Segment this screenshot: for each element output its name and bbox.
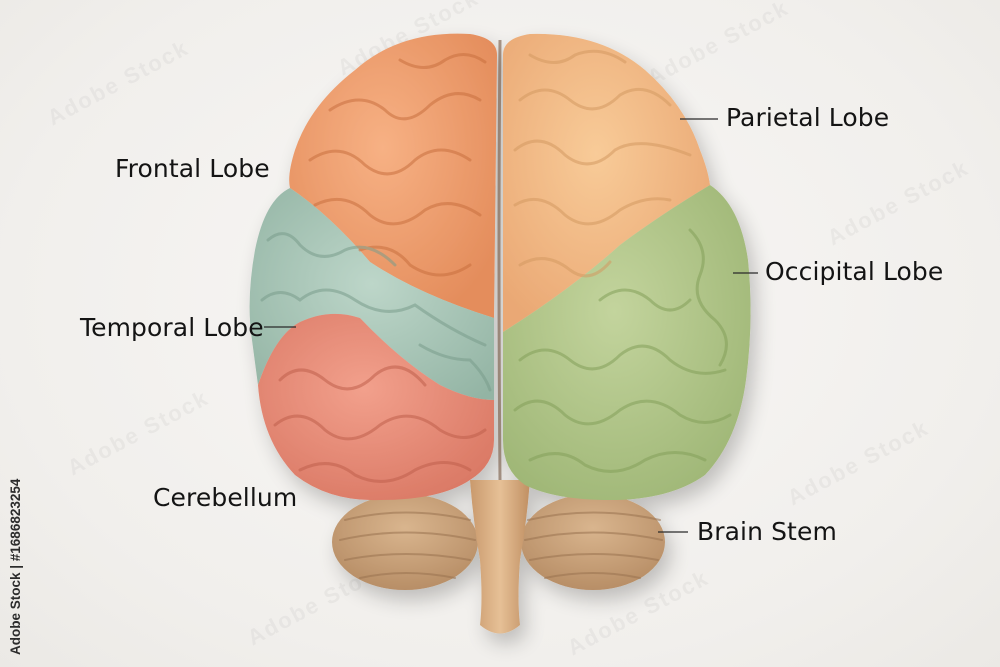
label-parietal-lobe: Parietal Lobe bbox=[726, 103, 889, 132]
cerebellum-left-lobe bbox=[332, 494, 478, 590]
label-temporal-lobe: Temporal Lobe bbox=[80, 313, 264, 342]
label-brain-stem: Brain Stem bbox=[697, 517, 837, 546]
label-occipital-lobe: Occipital Lobe bbox=[765, 257, 943, 286]
longitudinal-fissure bbox=[499, 40, 500, 480]
stock-id-text: Adobe Stock | #1686823254 bbox=[8, 479, 23, 655]
label-cerebellum: Cerebellum bbox=[153, 483, 297, 512]
label-frontal-lobe: Frontal Lobe bbox=[115, 154, 270, 183]
cerebellum-right-lobe bbox=[521, 494, 665, 590]
brain-stem-shape bbox=[470, 480, 530, 634]
